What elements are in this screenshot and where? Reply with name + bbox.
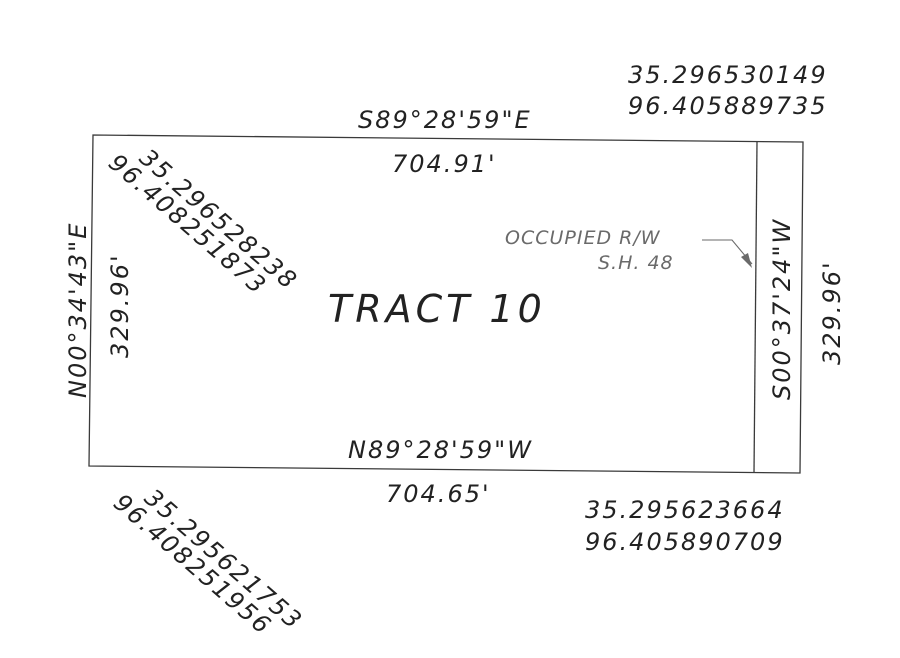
right-of-way-label: OCCUPIED R/W (505, 227, 661, 249)
right-of-way-line (753, 141, 758, 474)
east-bearing: S00°37'24"W (768, 218, 796, 400)
north-distance: 704.91' (392, 150, 497, 178)
tract-boundary (88, 134, 804, 474)
ne-corner-lon: 96.405889735 (628, 92, 828, 120)
north-bearing: S89°28'59"E (358, 106, 532, 134)
ne-corner-lat: 35.296530149 (628, 61, 828, 89)
west-distance: 329.96' (106, 253, 134, 358)
south-bearing: N89°28'59"W (348, 436, 533, 464)
se-corner-lat: 35.295623664 (585, 496, 785, 524)
highway-label: S.H. 48 (598, 252, 674, 274)
nw-corner-lat: 35.296528238 (134, 143, 303, 295)
east-distance: 329.96' (818, 260, 846, 365)
sw-corner-lat: 35.295621753 (139, 483, 308, 635)
south-distance: 704.65' (386, 480, 491, 508)
leader-arrowhead (741, 253, 752, 268)
se-corner-lon: 96.405890709 (585, 528, 785, 556)
west-bearing: N00°34'43"E (64, 222, 92, 398)
tract-name: TRACT 10 (328, 287, 546, 331)
